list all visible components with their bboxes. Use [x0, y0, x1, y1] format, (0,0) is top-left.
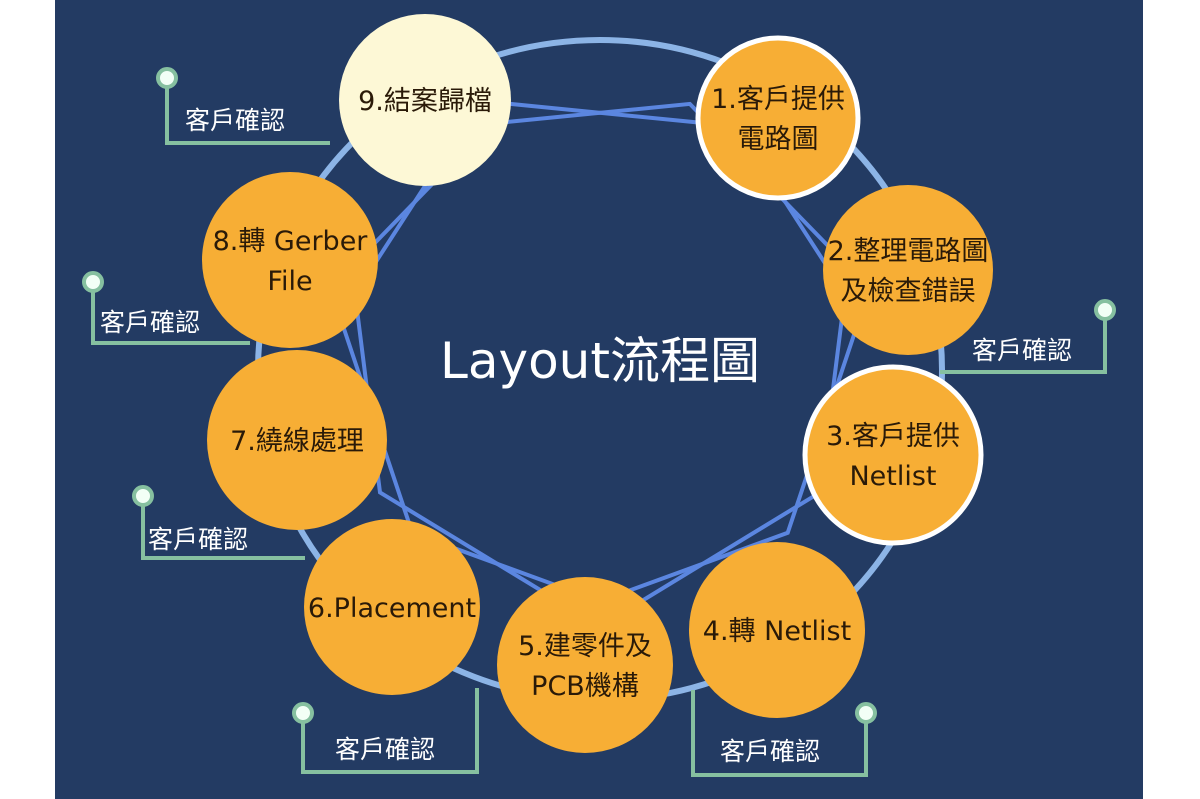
- step-label: 7.繞線處理: [230, 426, 364, 457]
- step-circle: [304, 519, 480, 695]
- step-circle: [689, 542, 865, 718]
- step-label: 電路圖: [738, 124, 819, 155]
- connector-line: [141, 503, 305, 560]
- step-label: 5.建零件及: [518, 631, 652, 662]
- connector-line: [691, 690, 868, 777]
- step-label: 4.轉 Netlist: [703, 616, 851, 647]
- step-label: File: [267, 266, 312, 297]
- confirm-label: 客戶確認: [148, 525, 248, 554]
- step-circle: [802, 364, 984, 546]
- step-6: 6.Placement: [304, 519, 480, 695]
- step-circle: [202, 172, 378, 348]
- step-5: 5.建零件及 PCB機構: [497, 577, 673, 753]
- step-circle: [695, 35, 861, 201]
- confirm-label: 客戶確認: [100, 308, 200, 337]
- step-circle: [339, 14, 511, 186]
- confirm-label: 客戶確認: [720, 737, 820, 766]
- connector-dot: [132, 485, 154, 507]
- step-label: 6.Placement: [308, 593, 476, 624]
- connector-dot: [82, 271, 104, 293]
- connector-line: [301, 688, 479, 774]
- step-4: 4.轉 Netlist: [689, 542, 865, 718]
- connector-dot: [855, 702, 877, 724]
- connector-line: [91, 289, 250, 345]
- step-circle: [497, 577, 673, 753]
- connector-dot: [156, 67, 178, 89]
- confirm-label: 客戶確認: [972, 336, 1072, 365]
- step-label: 8.轉 Gerber: [213, 226, 369, 257]
- step-circle: [823, 185, 993, 355]
- step-circle: [207, 350, 387, 530]
- connector-line: [940, 317, 1107, 374]
- step-9: 9.結案歸檔: [339, 14, 511, 186]
- step-7: 7.繞線處理: [207, 350, 387, 530]
- connector-dot: [292, 702, 314, 724]
- confirm-label: 客戶確認: [185, 106, 285, 135]
- step-label: 9.結案歸檔: [358, 86, 492, 117]
- step-label: 1.客戶提供: [711, 84, 845, 115]
- diagram-title: Layout流程圖: [440, 332, 760, 390]
- connector-line: [165, 85, 330, 145]
- connector-dot: [1094, 299, 1116, 321]
- step-3: 3.客戶提供 Netlist: [802, 364, 984, 546]
- confirm-label: 客戶確認: [335, 735, 435, 764]
- step-label: PCB機構: [531, 671, 639, 702]
- step-label: 及檢查錯誤: [841, 276, 976, 307]
- step-label: 2.整理電路圖: [828, 236, 989, 267]
- step-label: 3.客戶提供: [826, 421, 960, 452]
- step-label: Netlist: [849, 461, 936, 492]
